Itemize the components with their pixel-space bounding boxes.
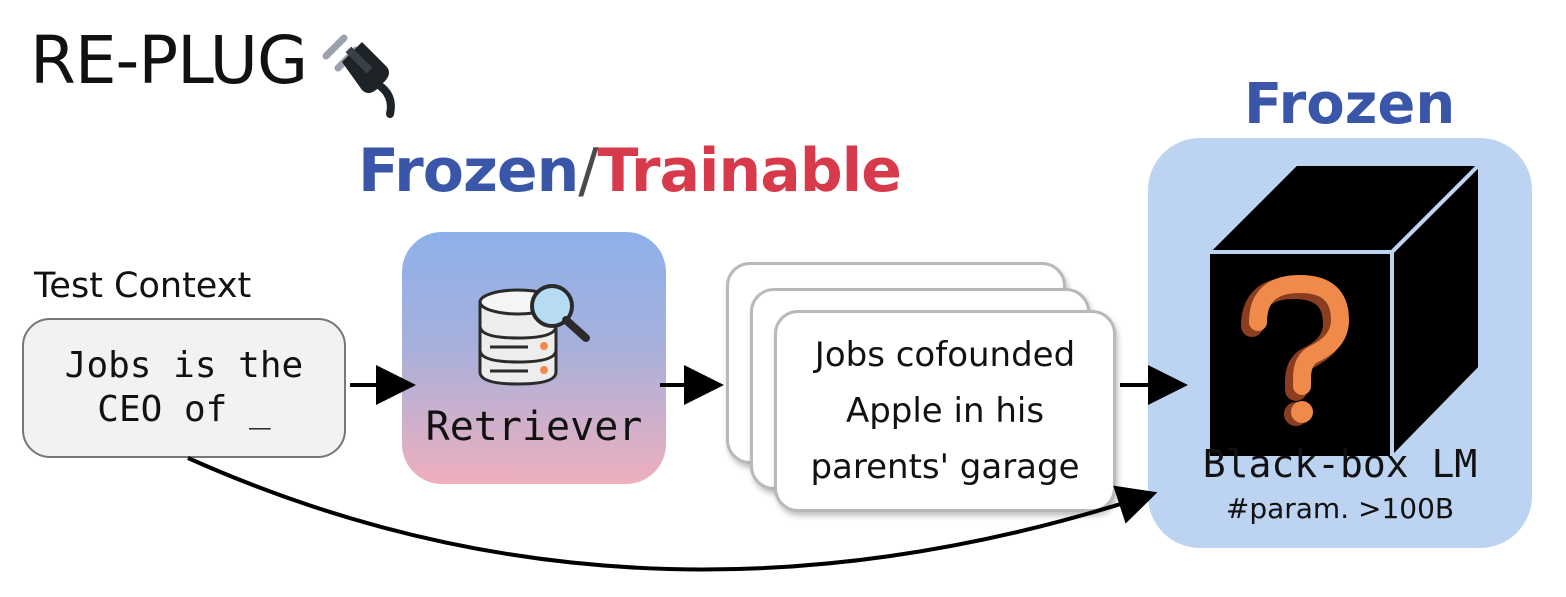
question-mark-icon — [1241, 274, 1350, 426]
test-context-box: Jobs is the CEO of _ — [22, 318, 346, 458]
diagram-title: RE-PLUG — [30, 22, 308, 99]
document-card-front: Jobs cofounded Apple in his parents' gar… — [774, 310, 1116, 512]
test-context-caption: Test Context — [34, 266, 252, 306]
black-box-lm-label: Black-box LM — [1202, 442, 1478, 486]
database-search-icon — [478, 284, 590, 386]
slash-text: / — [578, 136, 598, 206]
test-context-text: Jobs is the CEO of _ — [64, 345, 304, 430]
retriever-label: Retriever — [425, 404, 643, 450]
parameter-count-label: #param. >100B — [1225, 492, 1455, 525]
frozen-trainable-label: Frozen/Trainable — [358, 136, 902, 206]
trainable-text: Trainable — [597, 136, 902, 206]
frozen-text: Frozen — [358, 136, 579, 206]
frozen-lm-label: Frozen — [1244, 72, 1456, 137]
plug-icon — [322, 34, 395, 118]
black-box-cube-icon — [1206, 162, 1482, 460]
document-text: Jobs cofounded Apple in his parents' gar… — [810, 335, 1080, 487]
